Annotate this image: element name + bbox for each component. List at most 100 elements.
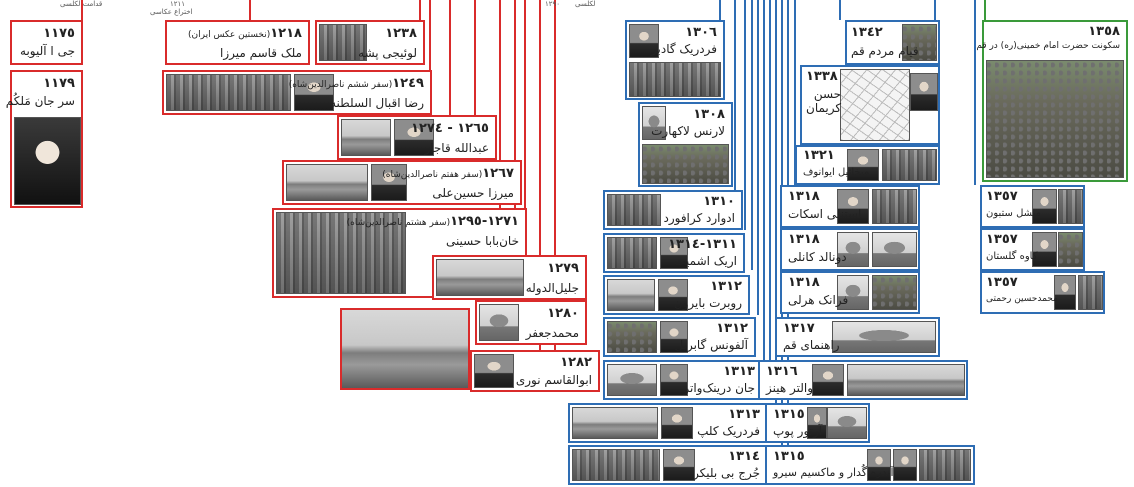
timeline-card-1279[interactable]: ١٢٧٩ جلیل‌الدوله [432,255,587,300]
timeline-card-1265[interactable]: ١٢٦٥ - ١٢٧٤ عبدالله قاجار [337,115,497,160]
card-name: فردریک کلپ [697,424,760,438]
card-year: ١٢٦٥ - ١٢٧٤ [411,121,489,136]
card-year: ١٣٥٧ [986,275,1018,290]
timeline-card-1175[interactable]: ١١٧٥ جی ا آلیوبه [10,20,83,65]
shrine-photo [872,232,917,267]
card-name: آندره گُدار و ماکسیم سیرو [773,466,894,479]
city-photo [607,237,657,269]
card-year: ١٢٦٧(سفر هفتم ناصرالدین‌شاه) [382,166,514,181]
timeline-card-1338[interactable]: ١٣٣٨ حسن کریمان [800,65,940,145]
timeline-card-1267[interactable]: ١٢٦٧(سفر هفتم ناصرالدین‌شاه) میرزا حسین‌… [282,160,522,205]
portrait-photo [371,164,407,201]
timeline-card-1314[interactable]: ١٣١٤ جُرج بی بلیکر [568,445,768,485]
card-year: ١٣١٨ [788,189,820,204]
timeline-card-1357b[interactable]: ١٣٥٧ کاوه گلستان [980,228,1085,271]
timeline-card-1357a[interactable]: ١٣٥٧ میشل ستبون [980,185,1085,228]
timeline-card-1249[interactable]: ١٢٤٩(سفر ششم ناصرالدین‌شاه) رضا اقبال ال… [162,70,432,115]
timeline-card-1318c[interactable]: ١٣١٨ فرانک هرلی [780,271,920,314]
card-year: ١٢١٨(نخستین عکس ایران) [187,26,302,41]
people-photo [872,275,917,310]
card-year: ١١٧٥ [43,26,75,41]
timeline-card-1271[interactable]: ١٢٧١-١٢٩٥(سفر هشتم ناصرالدین‌شاه) خان‌با… [272,208,527,298]
card-year: ١٣٥٨ [1088,24,1120,39]
timeline-card-1311[interactable]: ١٣١١-١٣١٤ اریک اشمیت [603,233,745,273]
card-year: ١٣٠٨ [693,107,725,122]
timeline-card-1317[interactable]: ١٣١٧ راهنمای قم [775,317,940,357]
crowd-photo [986,60,1124,178]
card-name: حسن کریمان [806,87,842,115]
timeline-card-1310[interactable]: ١٣١٠ ادوارد کرافورد [603,190,743,230]
card-year: ١٣٤٢ [851,25,883,40]
city-photo [607,194,661,226]
city-photo [1058,189,1083,224]
card-name: میخائیل ایوانوف [803,167,870,178]
card-name: فرانک هرلی [788,293,849,307]
timeline-card-1238[interactable]: ١٢٣٨ لوئیجی پشه [315,20,425,65]
portrait-photo [660,364,688,396]
timeline-card-1312a[interactable]: ١٣١٢ روبرت بایرون [603,275,750,315]
shrine-photo [607,364,657,396]
timeline-card-1280[interactable]: ١٢٨٠ محمدجعفر [475,300,587,345]
timeline-card-1318b[interactable]: ١٣١٨ دونالد کانلی [780,228,920,271]
card-year: ١٣٠٦ [685,25,717,40]
portrait-photo [14,117,81,205]
portrait-photo [867,449,891,481]
card-year: ١٣١٠ [703,194,735,209]
header-fragment: ١٢١١ [170,0,186,8]
timeline-card-1316[interactable]: ١٣١٦ والتر هینز [758,360,968,400]
card-year: ١٢٨٠ [547,306,579,321]
timeline-card-1308[interactable]: ١٣٠٨ لارنس لاکهارت [638,102,733,187]
city-photo [276,212,406,294]
timeline-card-1313a[interactable]: ١٣١٣ جان درینک‌واتر [603,360,763,400]
landscape-photo [847,364,965,396]
card-name: استنلی اسکات [788,207,862,221]
card-year: ١٣١٨ [788,275,820,290]
timeline-card-1312b[interactable]: ١٣١٢ آلفونس گابریل [603,317,756,357]
portrait-photo [660,237,688,269]
timeline-photo-desert[interactable] [340,308,470,390]
portrait-photo [663,449,695,481]
portrait-photo [910,73,938,111]
timeline-card-1315a[interactable]: ١٣١٥ آرتور پوپ [765,403,870,443]
card-name: جان درینک‌واتر [683,381,755,395]
crowd-photo [902,24,937,61]
timeline-card-1313b[interactable]: ١٣١٣ فردریک کلپ [568,403,768,443]
card-year: ١٣١٤ [728,449,760,464]
card-year: ١٢٤٩(سفر ششم ناصرالدین‌شاه) [288,76,424,91]
portrait-photo [1054,275,1076,310]
card-name: لوئیجی پشه [358,46,417,60]
portrait-photo [294,74,334,111]
timeline-card-1342[interactable]: ١٣٤٢ قیام مردم قم [845,20,940,65]
card-year: ١٣١٢ [710,279,742,294]
card-name: آلفونس گابریل [674,338,748,352]
timeline-card-1218[interactable]: ١٢١٨(نخستین عکس ایران) ملک قاسم میرزا [165,20,310,65]
portrait-photo [893,449,917,481]
city-photo [919,449,971,481]
card-year: ١٢٧٩ [547,261,579,276]
card-year: ١٣٣٨ [806,69,838,84]
card-name: جُرج بی بلیکر [693,466,760,480]
card-name: میشل ستبون [986,208,1041,219]
timeline-card-1179[interactable]: ١١٧٩ سر جان مَلکُم [6,70,83,208]
card-name: لارنس لاکهارت [651,124,725,138]
card-year: ١٣١٥ [773,449,805,464]
portrait-photo [1032,189,1057,224]
landscape-photo [572,407,658,439]
card-year: ١٣١٦ [766,364,798,379]
card-name: محمدحسین رحمتی [986,294,1058,304]
card-name: ابوالقاسم نوری [515,373,592,387]
timeline-card-1318a[interactable]: ١٣١٨ استنلی اسکات [780,185,920,228]
timeline-card-1358[interactable]: ١٣٥٨ سکونت حضرت امام خمینی(ره) در قم [976,20,1128,182]
portrait-photo [661,407,693,439]
card-year: ١٣١١-١٣١٤ [668,237,737,252]
portrait-photo [847,149,879,181]
timeline-card-1357c[interactable]: ١٣٥٧ محمدحسین رحمتی [980,271,1105,314]
card-name: عبدالله قاجار [424,141,489,155]
timeline-card-1315b[interactable]: ١٣١٥ آندره گُدار و ماکسیم سیرو [765,445,975,485]
timeline-card-1282[interactable]: ١٢٨٢ ابوالقاسم نوری [470,350,600,392]
card-year: ١٣١٢ [716,321,748,336]
shrine-photo [479,304,519,341]
timeline-card-1321[interactable]: ١٣٢١ میخائیل ایوانوف [795,145,940,185]
timeline-card-1306[interactable]: ١٣٠٦ فردریک گادبر [625,20,725,100]
